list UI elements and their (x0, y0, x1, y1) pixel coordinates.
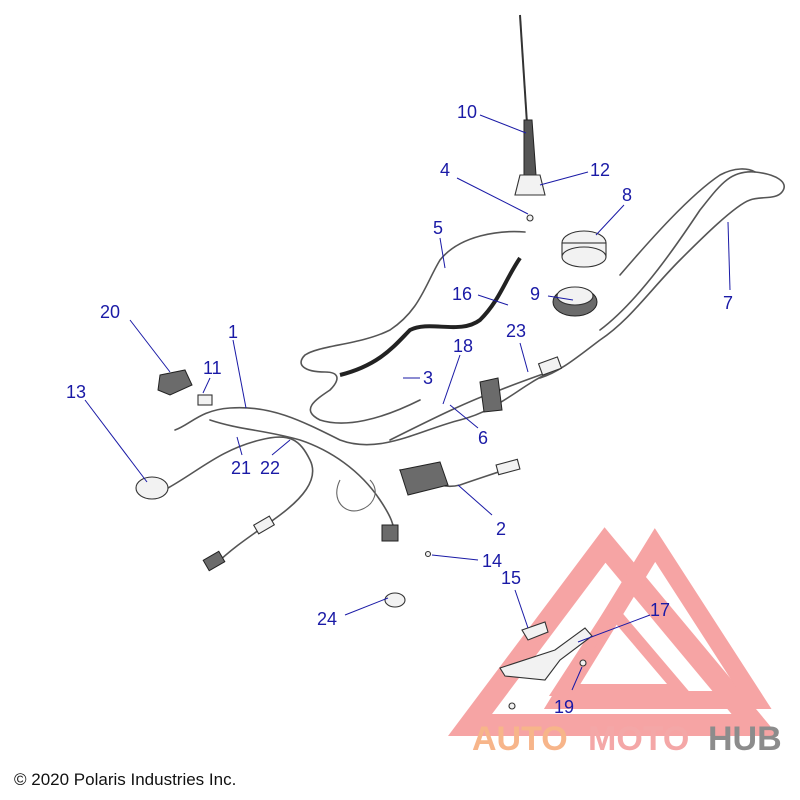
callout-7: 7 (723, 293, 733, 313)
callout-4: 4 (440, 160, 450, 180)
copyright-notice: © 2020 Polaris Industries Inc. (14, 770, 237, 789)
cable-5 (300, 230, 526, 424)
antenna-spring (523, 119, 537, 176)
leader-22 (271, 439, 291, 456)
callout-19: 19 (554, 697, 574, 717)
connector-11 (197, 394, 213, 406)
leader-17 (577, 614, 651, 643)
connector-23 (537, 356, 563, 376)
connector-2 (495, 458, 521, 476)
main-harness-1b (209, 419, 396, 541)
connector-lower-c (381, 524, 399, 542)
callout-14: 14 (482, 551, 502, 571)
leader-8 (595, 204, 625, 236)
callout-10: 10 (457, 102, 477, 122)
callout-8: 8 (622, 185, 632, 205)
callout-21: 21 (231, 458, 251, 478)
callout-18: 18 (453, 336, 473, 356)
watermark-word-auto: AUTO (472, 720, 568, 758)
watermark-text: AUTO MOTO HUB (472, 720, 782, 758)
mount-9-top (556, 286, 594, 306)
nut-4 (526, 214, 534, 222)
bracket-17 (499, 627, 593, 681)
callout-3: 3 (423, 368, 433, 388)
watermark-triangle-inner (548, 599, 693, 696)
callout-11: 11 (203, 358, 222, 378)
relay-box-2 (479, 377, 503, 413)
callout-17: 17 (650, 600, 670, 620)
parts (135, 14, 607, 710)
connector-20 (157, 369, 193, 396)
clip-24 (384, 592, 406, 608)
callout-13: 13 (66, 382, 86, 402)
leader-19 (571, 666, 583, 691)
harness-13-lead (167, 436, 314, 566)
pin-14 (424, 550, 432, 558)
leader-14 (431, 554, 479, 561)
leader-7 (727, 221, 731, 291)
callout-2: 2 (496, 519, 506, 539)
callout-6: 6 (478, 428, 488, 448)
sensor-13 (135, 476, 169, 500)
battery-cable-16 (339, 256, 522, 377)
callout-5: 5 (433, 218, 443, 238)
leader-9 (547, 295, 574, 301)
mount-8-bottom (561, 246, 607, 268)
harness-branch (336, 479, 376, 512)
callout-23: 23 (506, 321, 526, 341)
leader-11 (202, 377, 211, 394)
callout-22: 22 (260, 458, 280, 478)
leader-15 (514, 589, 529, 629)
tube-6 (389, 367, 561, 441)
leader-23 (519, 342, 529, 373)
screw-19 (579, 659, 587, 667)
leader-10 (479, 114, 527, 134)
leader-21 (236, 436, 243, 456)
callout-16: 16 (452, 284, 472, 304)
leader-16 (477, 294, 509, 306)
screw-19b (508, 702, 516, 710)
relay-box (399, 461, 449, 496)
leader-12 (539, 171, 589, 186)
connector-lower-a (252, 515, 276, 535)
leader-6 (449, 404, 479, 429)
callout-24: 24 (317, 609, 337, 629)
watermark-word-moto: MOTO (588, 720, 689, 758)
antenna-base-12 (514, 174, 546, 196)
leader-24 (344, 597, 389, 616)
connector-lower-b (202, 550, 226, 572)
connector-15 (521, 621, 549, 641)
leader-13 (84, 399, 148, 483)
antenna-cable-7 (539, 171, 785, 379)
callout-labels: 10 4 12 8 5 9 16 7 20 1 23 18 11 3 13 6 … (66, 102, 733, 717)
callout-20: 20 (100, 302, 120, 322)
callout-15: 15 (501, 568, 521, 588)
callout-12: 12 (590, 160, 610, 180)
leader-2 (457, 484, 493, 516)
leader-lines (84, 114, 731, 691)
leader-4 (456, 177, 529, 215)
leader-1 (232, 339, 247, 409)
callout-9: 9 (530, 284, 540, 304)
watermark-word-hub: HUB (708, 720, 782, 758)
leader-20 (129, 319, 171, 373)
antenna-cable-7b (619, 168, 756, 276)
leader-5 (439, 237, 446, 269)
harness-wires (167, 168, 785, 566)
leader-18 (442, 354, 461, 405)
callout-1: 1 (228, 322, 238, 342)
